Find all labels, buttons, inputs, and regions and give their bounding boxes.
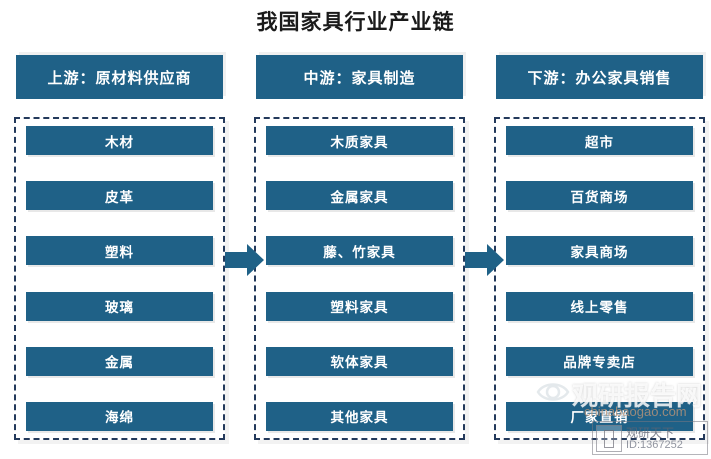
column-header-upstream: 上游：原材料供应商 — [16, 55, 223, 99]
item-label: 木材 — [105, 134, 134, 150]
arrow-right-icon — [225, 243, 265, 277]
list-item[interactable]: 线上零售 — [506, 291, 693, 321]
list-item[interactable]: 超市 — [506, 126, 693, 155]
list-item[interactable]: 皮革 — [26, 181, 213, 211]
list-item[interactable]: 软体家具 — [266, 346, 453, 376]
list-item[interactable]: 金属家具 — [266, 181, 453, 211]
column-header-label: 下游：办公家具销售 — [527, 70, 672, 87]
item-label: 品牌专卖店 — [563, 355, 636, 371]
list-item[interactable]: 木质家具 — [266, 126, 453, 155]
list-item[interactable]: 家具商场 — [506, 236, 693, 266]
item-label: 塑料 — [105, 244, 134, 260]
list-item[interactable]: 厂家直销 — [506, 401, 693, 431]
list-item[interactable]: 木材 — [26, 126, 213, 155]
item-label: 家具商场 — [570, 244, 629, 260]
item-label: 玻璃 — [105, 300, 134, 316]
column-header-downstream: 下游：办公家具销售 — [496, 55, 703, 99]
page-title: 我国家具行业产业链 — [256, 10, 455, 34]
item-label: 金属家具 — [330, 189, 389, 205]
column-body-upstream: 木材 皮革 塑料 玻璃 金属 海绵 — [14, 117, 225, 440]
item-list-upstream: 木材 皮革 塑料 玻璃 金属 海绵 — [16, 126, 223, 431]
column-downstream: 下游：办公家具销售 超市 百货商场 家具商场 线上零售 品牌专卖店 厂家直销 — [492, 55, 707, 440]
item-label: 超市 — [585, 134, 614, 150]
item-label: 其他家具 — [330, 410, 389, 426]
item-label: 木质家具 — [330, 134, 389, 150]
column-body-midstream: 木质家具 金属家具 藤、竹家具 塑料家具 软体家具 其他家具 — [254, 117, 465, 440]
list-item[interactable]: 其他家具 — [266, 401, 453, 431]
item-label: 藤、竹家具 — [323, 244, 396, 260]
column-header-midstream: 中游：家具制造 — [256, 55, 463, 99]
list-item[interactable]: 玻璃 — [26, 291, 213, 321]
item-label: 塑料家具 — [330, 300, 389, 316]
item-label: 皮革 — [105, 189, 134, 205]
column-header-label: 中游：家具制造 — [303, 70, 416, 87]
arrow-right-icon — [465, 243, 505, 277]
column-midstream: 中游：家具制造 木质家具 金属家具 藤、竹家具 塑料家具 软体家具 其他家具 — [252, 55, 467, 440]
item-label: 百货商场 — [570, 189, 629, 205]
item-label: 厂家直销 — [570, 410, 629, 426]
watermark-badge-id: ID:1367252 — [626, 439, 683, 451]
list-item[interactable]: 金属 — [26, 346, 213, 376]
list-item[interactable]: 塑料家具 — [266, 291, 453, 321]
column-body-downstream: 超市 百货商场 家具商场 线上零售 品牌专卖店 厂家直销 — [494, 117, 705, 440]
list-item[interactable]: 藤、竹家具 — [266, 236, 453, 266]
item-list-downstream: 超市 百货商场 家具商场 线上零售 品牌专卖店 厂家直销 — [496, 126, 703, 431]
list-item[interactable]: 海绵 — [26, 401, 213, 431]
column-upstream: 上游：原材料供应商 木材 皮革 塑料 玻璃 金属 海绵 — [12, 55, 227, 440]
item-label: 线上零售 — [570, 300, 629, 316]
item-list-midstream: 木质家具 金属家具 藤、竹家具 塑料家具 软体家具 其他家具 — [256, 126, 463, 431]
item-label: 软体家具 — [330, 355, 389, 371]
list-item[interactable]: 塑料 — [26, 236, 213, 266]
list-item[interactable]: 百货商场 — [506, 181, 693, 211]
column-header-label: 上游：原材料供应商 — [47, 70, 192, 87]
item-label: 海绵 — [105, 410, 134, 426]
list-item[interactable]: 品牌专卖店 — [506, 346, 693, 376]
item-label: 金属 — [105, 355, 134, 371]
